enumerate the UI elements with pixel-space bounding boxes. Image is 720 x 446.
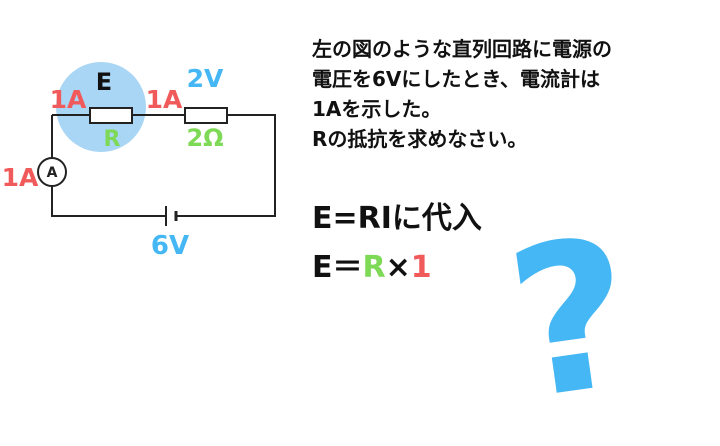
question-line-1: 左の図のような直列回路に電源の [312, 37, 612, 61]
label-resistance-2ohm: 2Ω [186, 124, 223, 152]
formula-equation: E＝R×1 [312, 242, 432, 286]
wire-top-right [176, 114, 276, 217]
ammeter [37, 157, 67, 187]
label-e: E [96, 68, 112, 96]
label-r: R [104, 127, 121, 152]
question-line-4: Rの抵抗を求めなさい。 [312, 127, 528, 151]
circuit-diagram: A E R 1A 1A 2V 2Ω 1A 6V [2, 62, 276, 261]
wire-bottom-left [51, 186, 166, 217]
question-line-3: 1Aを示した。 [312, 97, 442, 121]
question-text: 左の図のような直列回路に電源の 電圧を6Vにしたとき、電流計は 1Aを示した。 … [312, 34, 612, 154]
formula-substitute: E=RIに代入 [312, 201, 482, 236]
formula-r: R [362, 250, 386, 285]
label-current-left: 1A [50, 85, 87, 114]
resistor-r [89, 107, 133, 124]
question-mark-icon: ? [495, 193, 647, 446]
resistor-2ohm [184, 107, 228, 124]
label-current-mid: 1A [146, 85, 183, 114]
ammeter-symbol: A [47, 165, 58, 181]
formula-one: 1 [410, 250, 432, 285]
label-voltage-2v: 2V [187, 64, 224, 93]
formula-times: × [385, 250, 411, 285]
label-ammeter-current: 1A [2, 163, 39, 192]
label-battery-6v: 6V [151, 231, 189, 261]
formula-e-equals: E＝ [312, 250, 363, 285]
question-line-2: 電圧を6Vにしたとき、電流計は [312, 67, 600, 91]
